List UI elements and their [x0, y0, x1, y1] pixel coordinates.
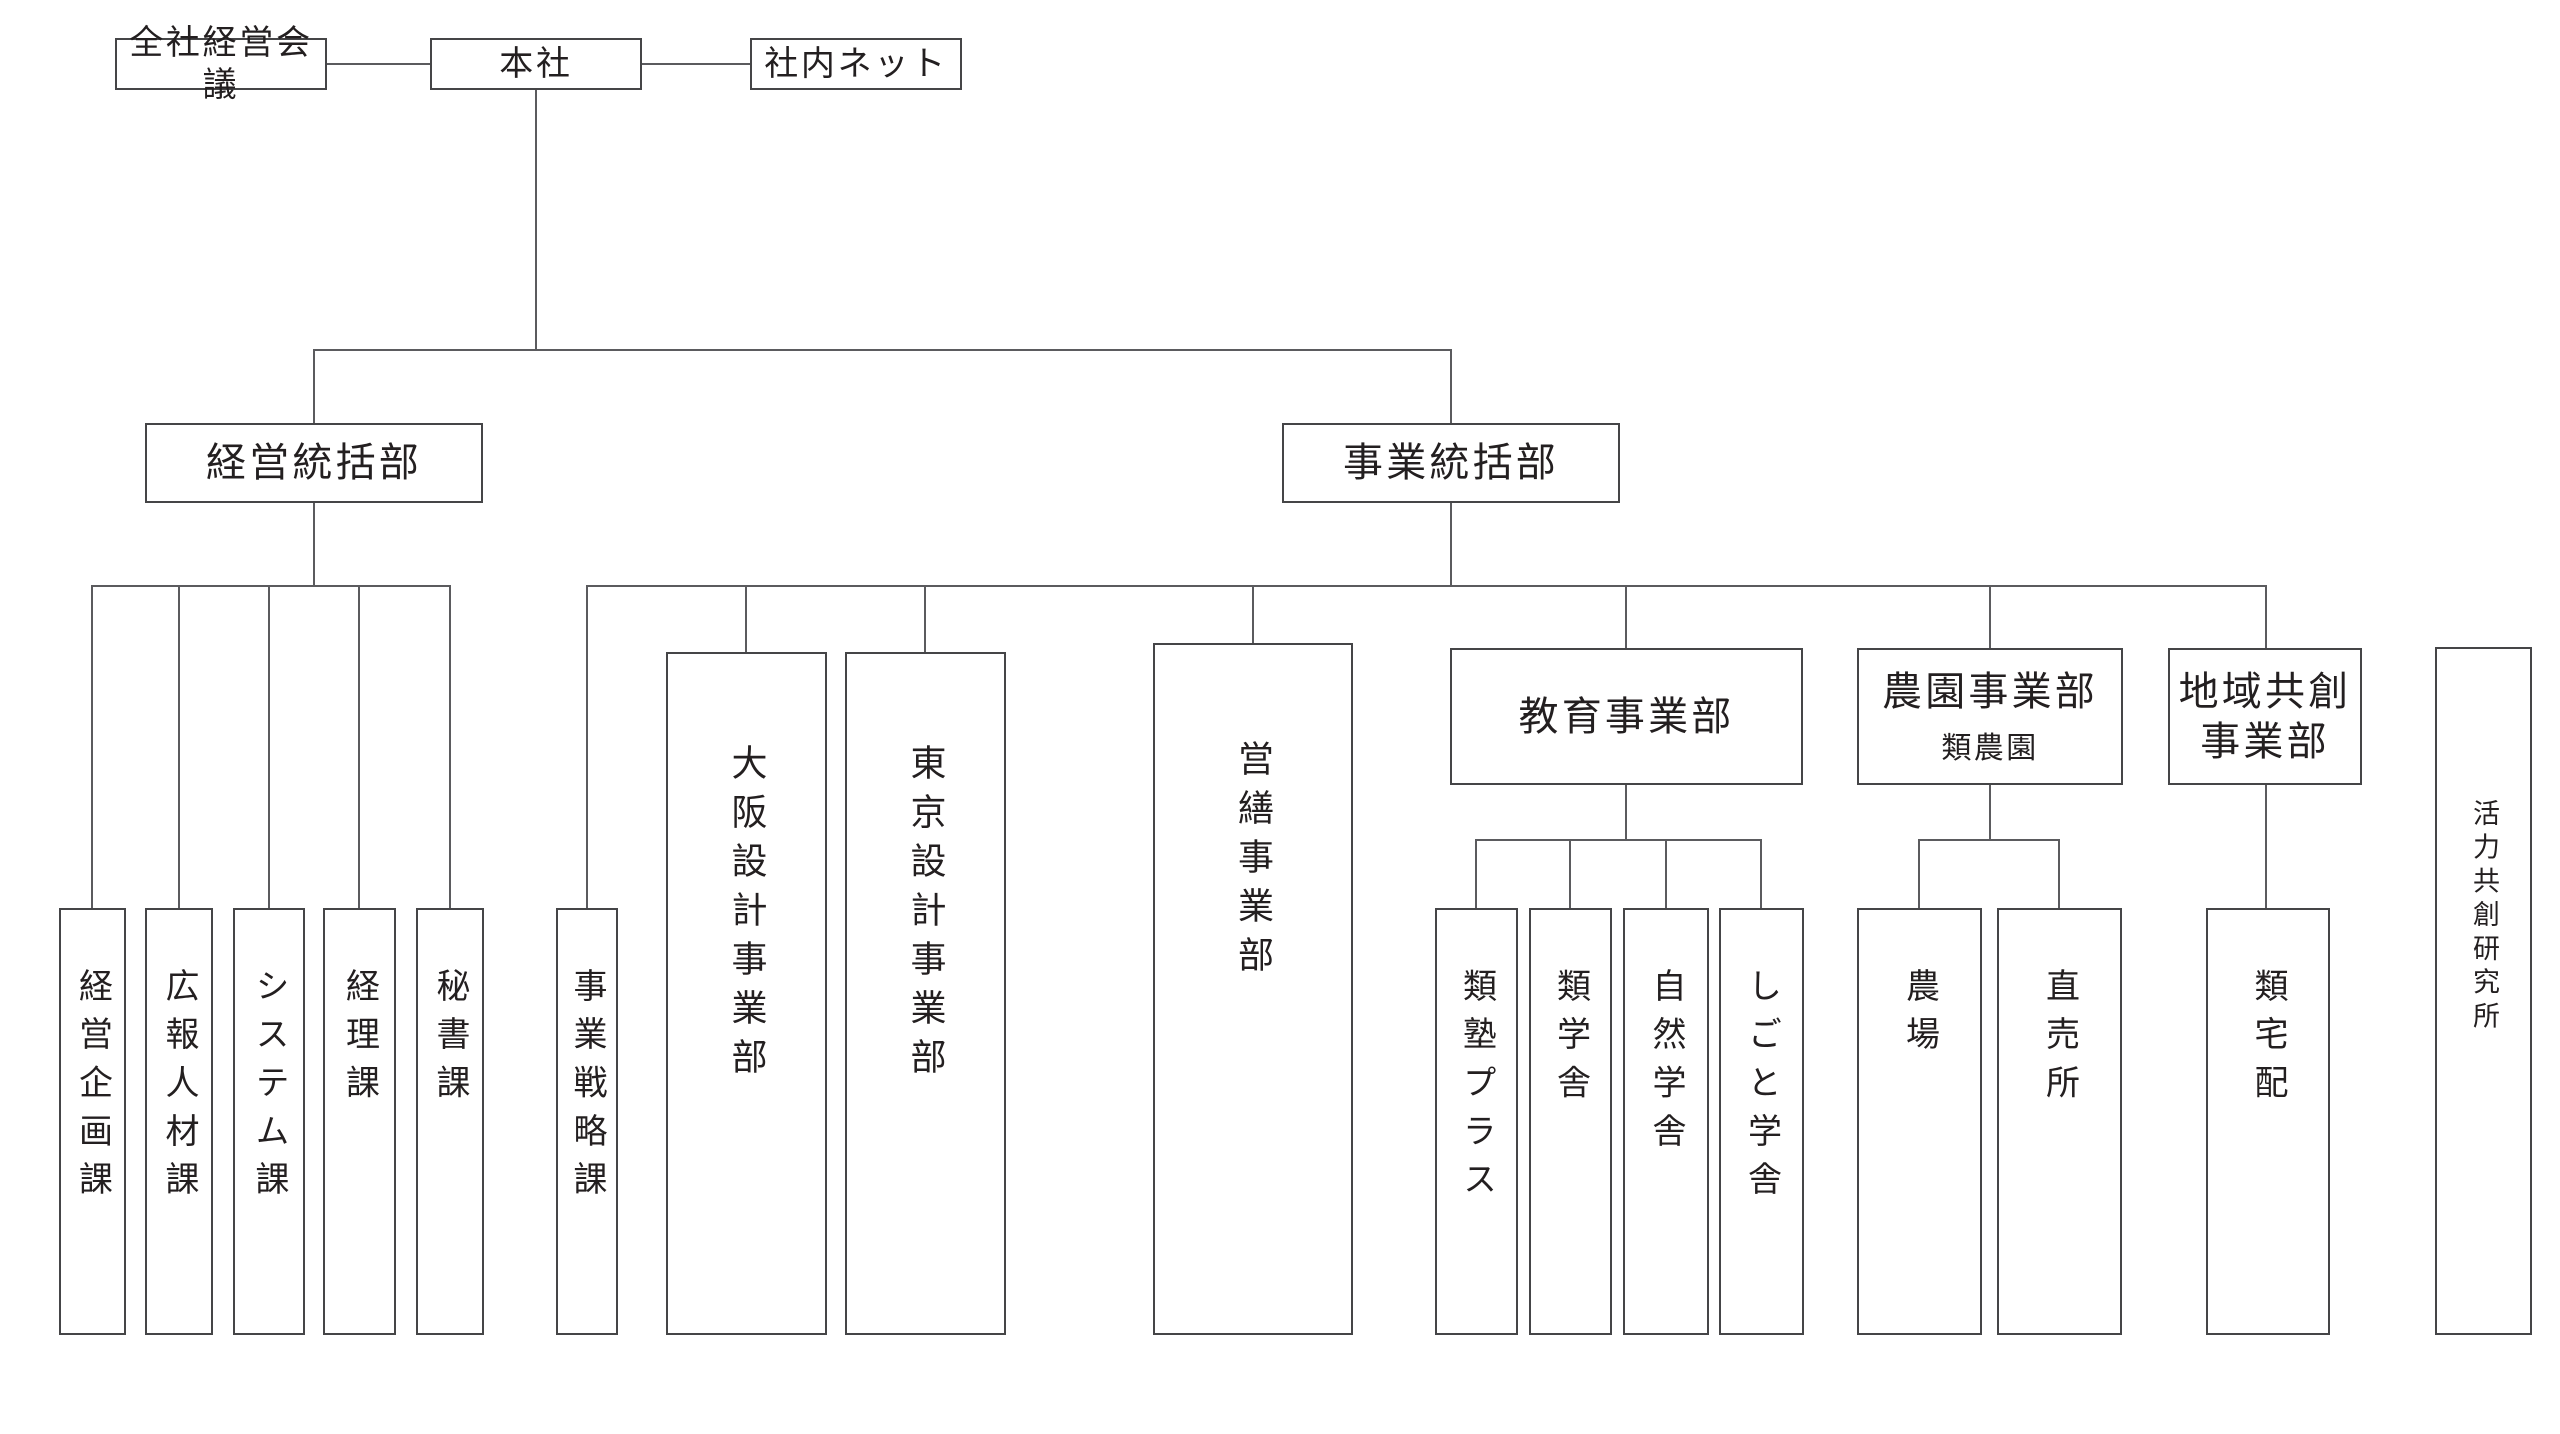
- node-label: 自然学舎: [1647, 968, 1685, 1162]
- connector-line: [586, 585, 588, 908]
- node-label: 全社経営会議: [129, 23, 313, 105]
- node-keiei-tokatsubu: 経営統括部: [145, 423, 483, 503]
- node-label: 社内ネット: [764, 44, 948, 83]
- node-label: しごと学舎: [1742, 968, 1781, 1210]
- connector-line: [1989, 585, 1991, 648]
- node-koho-jinzai-ka: 広報人材課: [145, 908, 213, 1335]
- node-honsha: 本社: [430, 38, 642, 90]
- node-nojo: 農場: [1857, 908, 1982, 1335]
- connector-line: [1919, 839, 2060, 841]
- connector-line: [1625, 585, 1627, 648]
- connector-line: [1625, 785, 1627, 840]
- connector-line: [2265, 784, 2267, 908]
- node-zensha-keiei-kaigi: 全社経営会議: [115, 24, 327, 104]
- connector-line: [449, 585, 451, 908]
- node-label: 農場: [1900, 968, 1939, 1065]
- connector-line: [1665, 839, 1667, 908]
- connector-line: [745, 585, 747, 652]
- node-sublabel: 類農園: [1941, 731, 2039, 765]
- connector-line: [268, 585, 270, 908]
- connector-line: [1252, 585, 1254, 643]
- connector-line: [91, 585, 93, 908]
- connector-line: [1569, 839, 1571, 908]
- connector-line: [642, 63, 750, 65]
- node-label: 教育事業部: [1518, 694, 1735, 739]
- connector-line: [1450, 503, 1452, 586]
- node-shizen-gakusha: 自然学舎: [1623, 908, 1709, 1335]
- connector-line: [92, 585, 451, 587]
- node-label: 広報人材課: [160, 968, 198, 1210]
- node-label: 経営企画課: [73, 968, 112, 1210]
- node-label: 地域共創 事業部: [2178, 669, 2352, 764]
- node-shigoto-gakusha: しごと学舎: [1719, 908, 1804, 1335]
- node-rui-takuhai: 類宅配: [2206, 908, 2330, 1335]
- node-osaka-sekkei-jigyobu: 大阪設計事業部: [666, 652, 827, 1335]
- connector-line: [1918, 839, 1920, 908]
- node-label: 農園事業部: [1882, 669, 2098, 714]
- node-jigyo-tokatsubu: 事業統括部: [1282, 423, 1620, 503]
- node-chiiki-kyoso-jigyobu: 地域共創 事業部: [2168, 648, 2362, 785]
- node-label: 直売所: [2040, 968, 2079, 1113]
- connector-line: [1476, 839, 1762, 841]
- connector-line: [178, 585, 180, 908]
- connector-line: [924, 585, 926, 652]
- connector-line: [358, 585, 360, 908]
- connector-line: [2265, 585, 2267, 648]
- connector-line: [535, 90, 537, 351]
- node-label: 類塾プラス: [1457, 968, 1496, 1210]
- node-label: 事業戦略課: [568, 968, 606, 1210]
- node-tokyo-sekkei-jigyobu: 東京設計事業部: [845, 652, 1006, 1335]
- node-chokubaisho: 直売所: [1997, 908, 2122, 1335]
- node-rui-gakusha: 類学舎: [1529, 908, 1612, 1335]
- node-hisho-ka: 秘書課: [416, 908, 484, 1335]
- connector-line: [313, 349, 315, 423]
- node-label: 経営統括部: [206, 441, 422, 485]
- connector-line: [1450, 349, 1452, 423]
- node-label: 東京設計事業部: [905, 744, 947, 1087]
- connector-line: [2058, 839, 2060, 908]
- node-keiei-kikaku-ka: 経営企画課: [59, 908, 126, 1335]
- connector-line: [1760, 839, 1762, 908]
- connector-line: [1475, 839, 1477, 908]
- connector-line: [314, 349, 1452, 351]
- node-label: 本社: [499, 44, 573, 83]
- connector-line: [313, 503, 315, 586]
- node-label: 活力共創研究所: [2469, 799, 2499, 1036]
- node-label: 大阪設計事業部: [726, 744, 768, 1087]
- node-system-ka: システム課: [233, 908, 305, 1335]
- connector-line: [327, 63, 430, 65]
- node-label: 営繕事業部: [1233, 740, 1274, 985]
- connector-line: [1989, 785, 1991, 840]
- node-label: 経理課: [340, 968, 379, 1113]
- node-nouen-jigyobu: 農園事業部 類農園: [1857, 648, 2123, 785]
- connector-line: [586, 585, 2267, 587]
- node-label: 類宅配: [2249, 968, 2287, 1113]
- node-label: 類学舎: [1551, 968, 1590, 1113]
- node-label: 事業統括部: [1343, 441, 1559, 485]
- node-shanai-net: 社内ネット: [750, 38, 962, 90]
- node-eizen-jigyobu: 営繕事業部: [1153, 643, 1353, 1335]
- node-katsuryoku-kyoso-kenkyujo: 活力共創研究所: [2435, 647, 2532, 1335]
- node-kyoiku-jigyobu: 教育事業部: [1450, 648, 1803, 785]
- node-ruijuku-plus: 類塾プラス: [1435, 908, 1518, 1335]
- node-label: システム課: [250, 968, 288, 1210]
- node-jigyo-senryaku-ka: 事業戦略課: [556, 908, 618, 1335]
- node-keiri-ka: 経理課: [323, 908, 396, 1335]
- node-label: 秘書課: [431, 968, 469, 1113]
